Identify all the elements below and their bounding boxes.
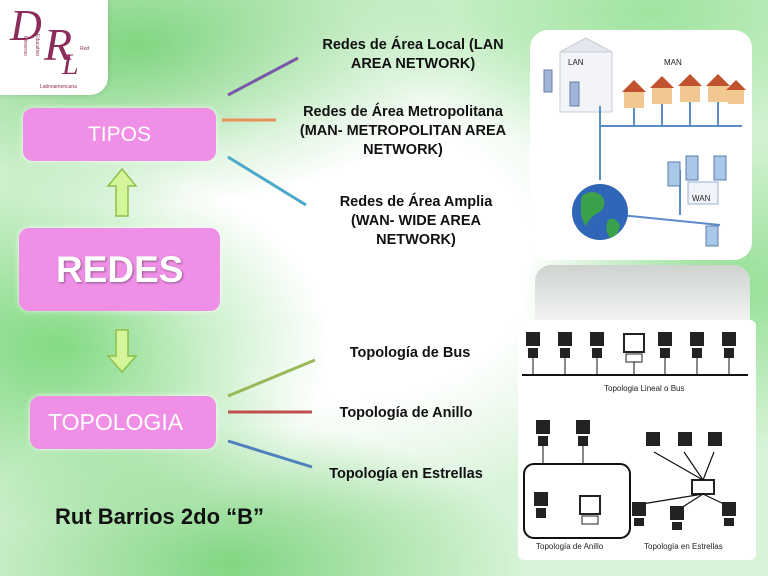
wan-panel [687,181,719,205]
network-types-illustration: LAN MAN WAN [530,30,752,260]
caption-bus: Topologia Lineal o Bus [604,384,685,393]
network-types-svg [543,37,746,247]
arrow-up-icon [106,167,138,217]
label-topologia-estrellas: Topología en Estrellas [329,466,483,482]
label-wan-line-3: NETWORK) [376,231,456,248]
logo-text-vertical-right: Educativa [34,34,40,56]
label-topologia-anillo: Topología de Anillo [339,405,473,421]
node-tipos: TIPOS [23,108,216,161]
topologies-illustration: Topologia Lineal o Bus Topología de Anil… [518,320,756,560]
caption-star: Topología en Estrellas [644,542,723,551]
connector-wan [227,155,307,207]
label-net-man: MAN [664,58,682,67]
arrow-down-icon [106,329,138,374]
caption-ring: Topología de Anillo [536,542,604,551]
ring-topology-diagram [523,420,631,539]
label-man-line-2: (MAN- METROPOLITAN AREA [299,122,507,139]
bus-topology-diagram [522,332,748,376]
label-wan-line-2: (WAN- WIDE AREA [351,212,481,229]
logo-text-bottom: Latinoamericana [40,84,77,90]
label-net-wan: WAN [692,194,711,203]
node-topologia: TOPOLOGIA [30,396,216,449]
logo-letter-d: D [10,1,42,50]
label-lan-line-2: AREA NETWORK) [350,55,476,72]
man-houses-icon [622,74,746,108]
gradient-strip [535,265,750,325]
label-lan: Redes de Área Local (LAN AREA NETWORK) [298,36,528,74]
logo-text-vertical-left: Universo [22,36,28,56]
network-links [599,102,742,226]
star-topology-diagram [632,432,736,530]
server-icons [667,155,727,247]
logo-letter-r: R [44,19,73,70]
label-man: Redes de Área Metropolitana (MAN- METROP… [278,103,528,160]
connector-star [227,439,313,469]
logo-letter-l: L [62,48,79,81]
logo-text-right: Red [80,46,90,52]
logo: D R L Universo Educativa Red Latinoameri… [0,0,108,95]
topologies-svg [522,332,748,539]
label-man-line-3: NETWORK) [363,141,443,158]
label-wan-line-1: Redes de Área Amplia [339,194,493,210]
lan-building-icon [543,37,613,113]
label-lan-line-1: Redes de Área Local (LAN [322,37,504,53]
label-net-lan: LAN [568,58,584,67]
label-topologia-bus: Topología de Bus [349,345,471,361]
node-redes: REDES [19,228,220,311]
connector-lan [227,56,299,97]
globe-icon [572,184,628,240]
label-wan: Redes de Área Amplia (WAN- WIDE AREA NET… [310,193,522,250]
connector-bus [227,358,316,398]
author-name: Rut Barrios 2do “B” [55,504,265,529]
label-man-line-1: Redes de Área Metropolitana [303,104,503,120]
